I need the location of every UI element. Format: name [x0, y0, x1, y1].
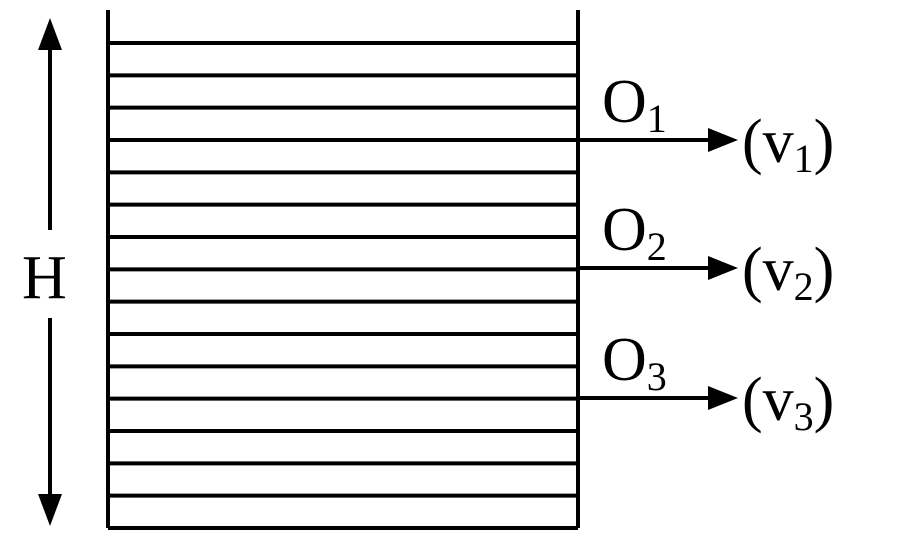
- outlet-2: O2 (v2): [578, 196, 834, 309]
- orifice-label-2: O2: [602, 196, 667, 269]
- tank-layers: [108, 41, 578, 530]
- velocity-label-3: (v3): [742, 366, 834, 439]
- velocity-label-2: (v2): [742, 236, 834, 309]
- height-arrow: [38, 18, 62, 526]
- orifice-label-1: O1: [602, 68, 667, 141]
- height-label: H: [22, 244, 67, 312]
- orifice-label-3: O3: [602, 326, 667, 399]
- outlet-1: O1 (v1): [578, 68, 834, 181]
- outlet-3: O3 (v3): [578, 326, 834, 439]
- velocity-label-1: (v1): [742, 108, 834, 181]
